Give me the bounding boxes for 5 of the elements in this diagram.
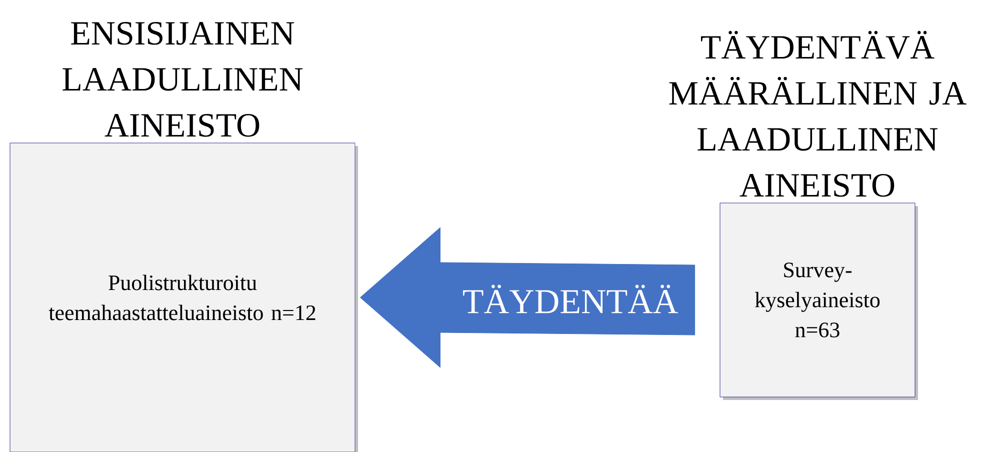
data-box: Survey- kyselyaineisto n=63 bbox=[720, 202, 918, 400]
heading: ENSISIJAINEN LAADULLINEN AINEISTO bbox=[62, 22, 303, 137]
edge-label: TÄYDENTÄÄ bbox=[461, 284, 680, 314]
data-box: Puolistrukturoitu teemahaastatteluaineisto n=12 bbox=[10, 142, 358, 452]
heading: TÄYDENTÄVÄ MÄÄRÄLLINEN JA LAADULLINEN AINEISTO bbox=[669, 30, 966, 197]
